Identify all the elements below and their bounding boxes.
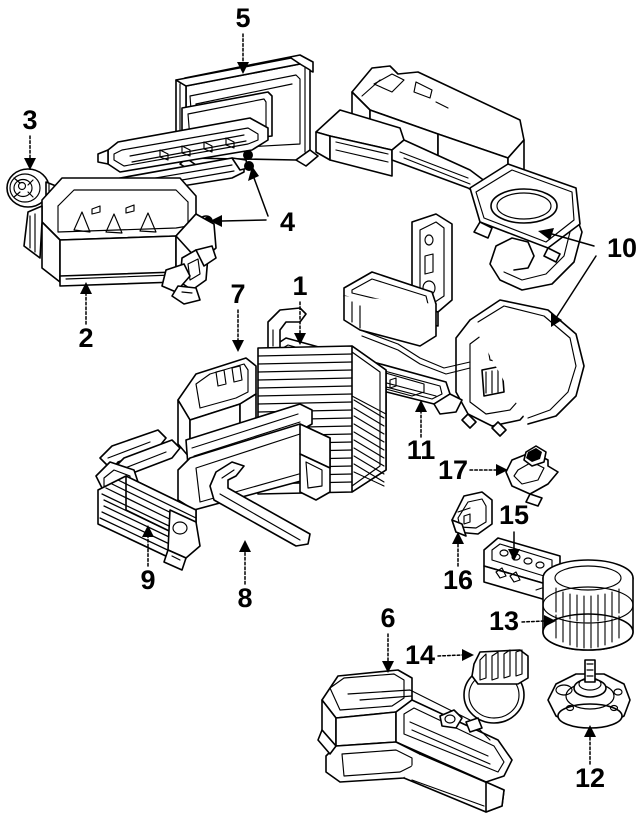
callout-label-8: 8 [237, 583, 252, 613]
part-15-blower-resistor [483, 537, 561, 601]
callout-label-12: 12 [575, 763, 605, 793]
callout-17: 17 [438, 455, 508, 485]
callout-10: 10 [538, 228, 637, 327]
part-16-recirculation-door-seal [451, 491, 493, 537]
callout-15: 15 [499, 500, 529, 561]
part-7-evaporator-case-lower-half [171, 357, 331, 521]
callout-label-13: 13 [489, 606, 519, 636]
part-12-blower-motor [547, 659, 631, 729]
callout-label-11: 11 [407, 435, 436, 465]
callout-9: 9 [140, 525, 156, 595]
callout-1: 1 [292, 271, 308, 345]
part-6-lower-floor-distribution-duct [317, 669, 513, 813]
callout-8: 8 [237, 540, 253, 613]
part-9-heater-core [95, 429, 201, 571]
part-14-hose-clamp [463, 649, 529, 724]
callout-label-5: 5 [235, 3, 250, 33]
callout-label-15: 15 [499, 500, 529, 530]
callout-16: 16 [443, 532, 473, 595]
callout-label-7: 7 [230, 279, 245, 309]
callout-7: 7 [230, 279, 246, 352]
callout-12: 12 [575, 725, 605, 793]
part-2-heater-air-distributor-duct [23, 177, 217, 305]
callout-label-17: 17 [438, 455, 468, 485]
callout-label-6: 6 [380, 603, 395, 633]
callout-label-3: 3 [22, 105, 37, 135]
part-17-vacuum-actuator-bracket [505, 445, 559, 507]
callout-4: 4 [210, 166, 295, 237]
callout-label-2: 2 [78, 323, 93, 353]
callout-14: 14 [405, 640, 474, 670]
callout-11: 11 [407, 400, 436, 465]
callout-2: 2 [78, 282, 94, 353]
callout-5: 5 [235, 3, 251, 74]
callout-label-14: 14 [405, 640, 435, 670]
callout-label-10: 10 [607, 233, 637, 263]
callout-6: 6 [380, 603, 396, 673]
callout-label-1: 1 [292, 271, 307, 301]
callout-13: 13 [489, 606, 556, 636]
part-13-blower-wheel [542, 559, 634, 651]
callout-label-16: 16 [443, 565, 473, 595]
part-10-blower-case-housing [315, 65, 585, 437]
callout-label-9: 9 [140, 565, 155, 595]
callout-label-4: 4 [280, 207, 295, 237]
part-8-drain-tube [209, 461, 311, 547]
callout-3: 3 [22, 105, 38, 170]
